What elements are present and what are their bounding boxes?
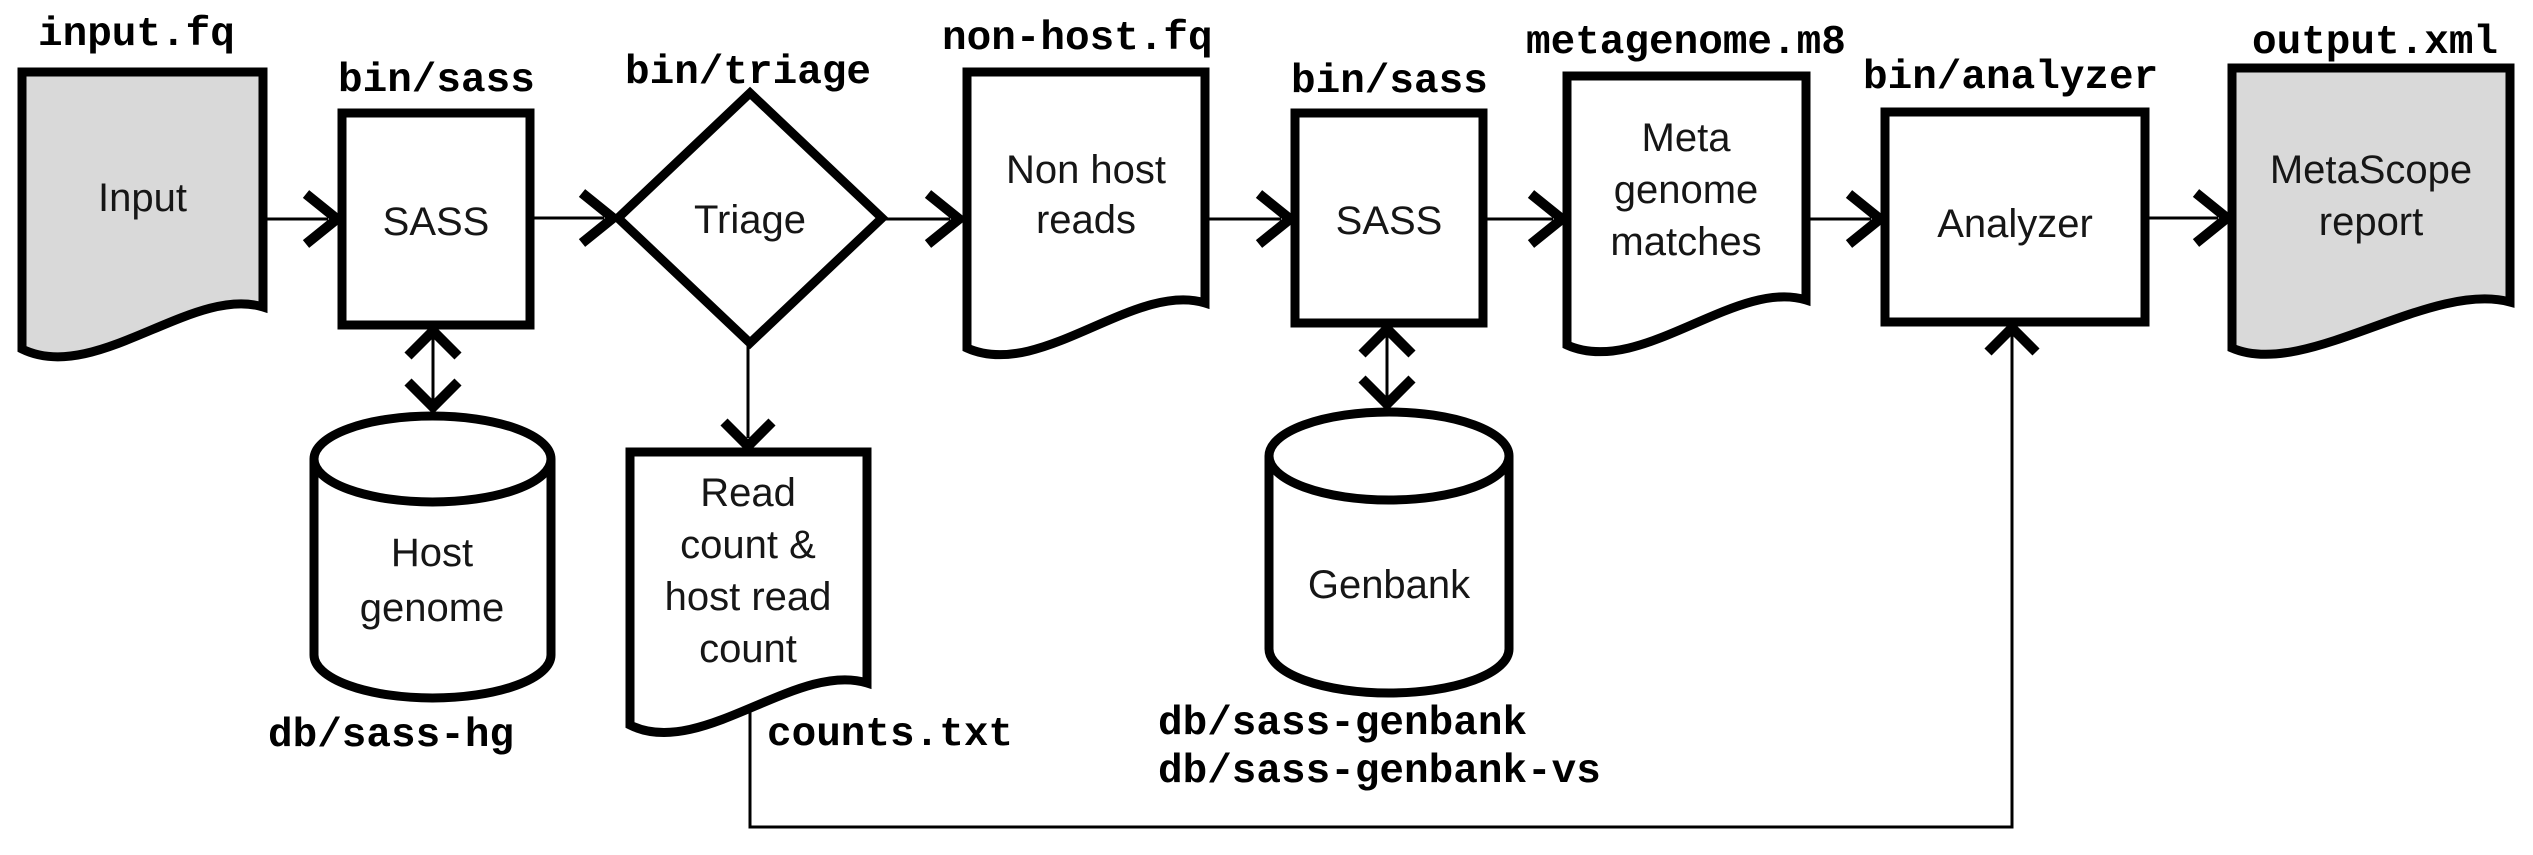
node-label-meta-matches: Meta genome matches	[1610, 116, 1762, 264]
edge-counts-to-analyzer	[748, 332, 2014, 829]
edge-input-to-sass	[263, 190, 345, 248]
binary-label-triage: bin/triage	[625, 50, 872, 96]
arrowhead-down-icon	[720, 418, 776, 454]
arrowhead-right-icon	[302, 190, 345, 248]
node-label-input: Input	[98, 176, 187, 220]
file-label-non-host: non-host.fq	[942, 16, 1213, 62]
arrowhead-up-analyzer-icon	[1984, 320, 2040, 356]
db-label-sass-hg: db/sass-hg	[268, 713, 515, 759]
edge-triage-to-nonhost	[883, 190, 967, 248]
file-label-counts: counts.txt	[767, 712, 1014, 758]
input-document-shape	[17, 67, 268, 362]
node-label-triage: Triage	[694, 198, 806, 242]
db-label-sass-genbank: db/sass-genbank	[1158, 701, 1528, 747]
edge-nonhost-to-sass	[1205, 190, 1298, 248]
node-label-genbank: Genbank	[1307, 563, 1471, 607]
edge-sass-to-triage	[530, 189, 621, 247]
file-label-input: input.fq	[38, 12, 235, 58]
genbank-cylinder-top	[1264, 407, 1514, 505]
edge-meta-to-analyzer	[1806, 190, 1888, 248]
sass-host-box-shape	[337, 108, 535, 330]
arrowhead-down-icon	[404, 378, 462, 415]
node-label-host-genome: Host genome	[359, 531, 505, 630]
node-label-sass-host: SASS	[382, 200, 490, 244]
node-label-analyzer: Analyzer	[1937, 202, 2093, 246]
non-host-document-shape	[962, 67, 1210, 360]
meta-matches-document-shape	[1562, 71, 1811, 357]
counts-document-shape	[625, 447, 872, 738]
arrowhead-right-icon	[1845, 190, 1888, 248]
node-label-sass-meta: SASS	[1335, 199, 1443, 243]
binary-label-sass-meta: bin/sass	[1291, 59, 1488, 105]
edge-triage-to-counts	[720, 343, 776, 454]
node-label-non-host: Non host reads	[1005, 148, 1167, 242]
arrowhead-right-icon	[924, 190, 967, 248]
arrowhead-down-icon	[1358, 375, 1416, 412]
arrowhead-right-icon	[1255, 190, 1298, 248]
arrowhead-up-icon	[404, 323, 462, 360]
edge-sass-hostgenome-bidirectional	[404, 323, 462, 415]
db-label-sass-genbank-vs: db/sass-genbank-vs	[1158, 749, 1601, 795]
genbank-cylinder-shape	[1264, 456, 1514, 698]
file-label-metagenome: metagenome.m8	[1526, 20, 1846, 66]
arrowhead-right-icon	[2192, 189, 2235, 247]
arrowhead-right-icon	[578, 189, 621, 247]
host-genome-cylinder-top	[309, 411, 556, 507]
edge-sass-genbank-bidirectional	[1358, 321, 1416, 412]
triage-diamond-shape	[611, 86, 889, 350]
node-label-counts: Read count & host read count	[664, 471, 832, 671]
binary-label-analyzer: bin/analyzer	[1863, 55, 2159, 101]
edge-sass-to-meta	[1483, 190, 1570, 248]
arrowhead-up-icon	[1358, 321, 1416, 358]
file-label-output: output.xml	[2252, 20, 2499, 66]
edge-analyzer-to-report	[2145, 189, 2235, 247]
report-document-shape	[2227, 63, 2515, 359]
host-genome-cylinder-shape	[309, 459, 556, 703]
arrowhead-right-icon	[1527, 190, 1570, 248]
binary-label-sass-host: bin/sass	[338, 58, 535, 104]
node-label-report: MetaScope report	[2269, 148, 2473, 244]
